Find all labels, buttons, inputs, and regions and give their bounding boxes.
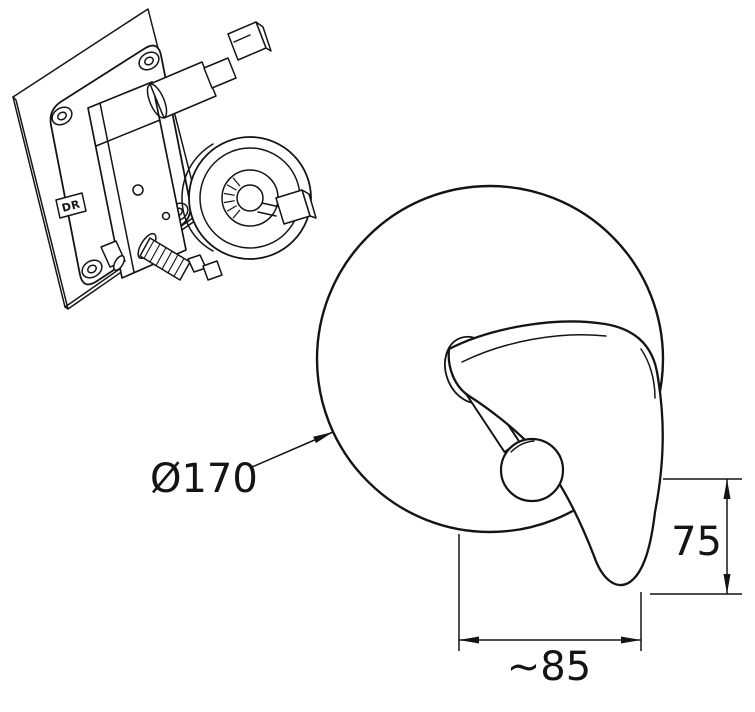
cartridge-spindle bbox=[275, 189, 311, 225]
width-label: ~85 bbox=[507, 644, 591, 690]
upper-cylinder-cap bbox=[146, 83, 168, 119]
cartridge-spindle-shaft bbox=[257, 202, 281, 217]
height-arrow-top bbox=[723, 479, 731, 499]
square-spindle-tip bbox=[227, 21, 267, 61]
cartridge-flange bbox=[181, 143, 214, 252]
screw-hole-top-right bbox=[138, 51, 160, 71]
diameter-arrow bbox=[313, 432, 333, 444]
cartridge-splines bbox=[223, 177, 241, 219]
body-mark-label: DR bbox=[60, 198, 81, 215]
diverter-tip bbox=[202, 260, 223, 281]
width-arrow-right bbox=[621, 636, 641, 644]
diameter-label: Ø170 bbox=[150, 456, 258, 502]
trim-assembly bbox=[315, 184, 665, 587]
dimensions: Ø170 75 ~85 bbox=[150, 431, 742, 690]
body-mark-plate: DR bbox=[55, 192, 87, 219]
spindle-shaft bbox=[203, 57, 237, 89]
height-label: 75 bbox=[671, 519, 722, 565]
bottom-port bbox=[100, 240, 126, 271]
valve-housing bbox=[87, 81, 187, 279]
rough-in-valve-assembly: DR bbox=[12, 8, 317, 310]
cartridge-assembly bbox=[188, 136, 317, 260]
diverter-stem bbox=[137, 232, 223, 281]
diverter-knob bbox=[499, 437, 565, 503]
top-spindle-assembly bbox=[146, 21, 272, 119]
lever-nose-line bbox=[640, 348, 656, 399]
knurl-ticks bbox=[143, 239, 185, 277]
diverter-step bbox=[187, 254, 207, 273]
width-arrow-left bbox=[459, 636, 479, 644]
upper-cylinder bbox=[149, 61, 217, 119]
height-arrow-bottom bbox=[723, 574, 731, 594]
screw-hole-top-left bbox=[51, 106, 73, 126]
cartridge-hub bbox=[236, 184, 264, 212]
screw-hole-bottom-left bbox=[81, 259, 103, 279]
knob-neck-line bbox=[510, 440, 535, 453]
lever-crease bbox=[461, 333, 607, 363]
